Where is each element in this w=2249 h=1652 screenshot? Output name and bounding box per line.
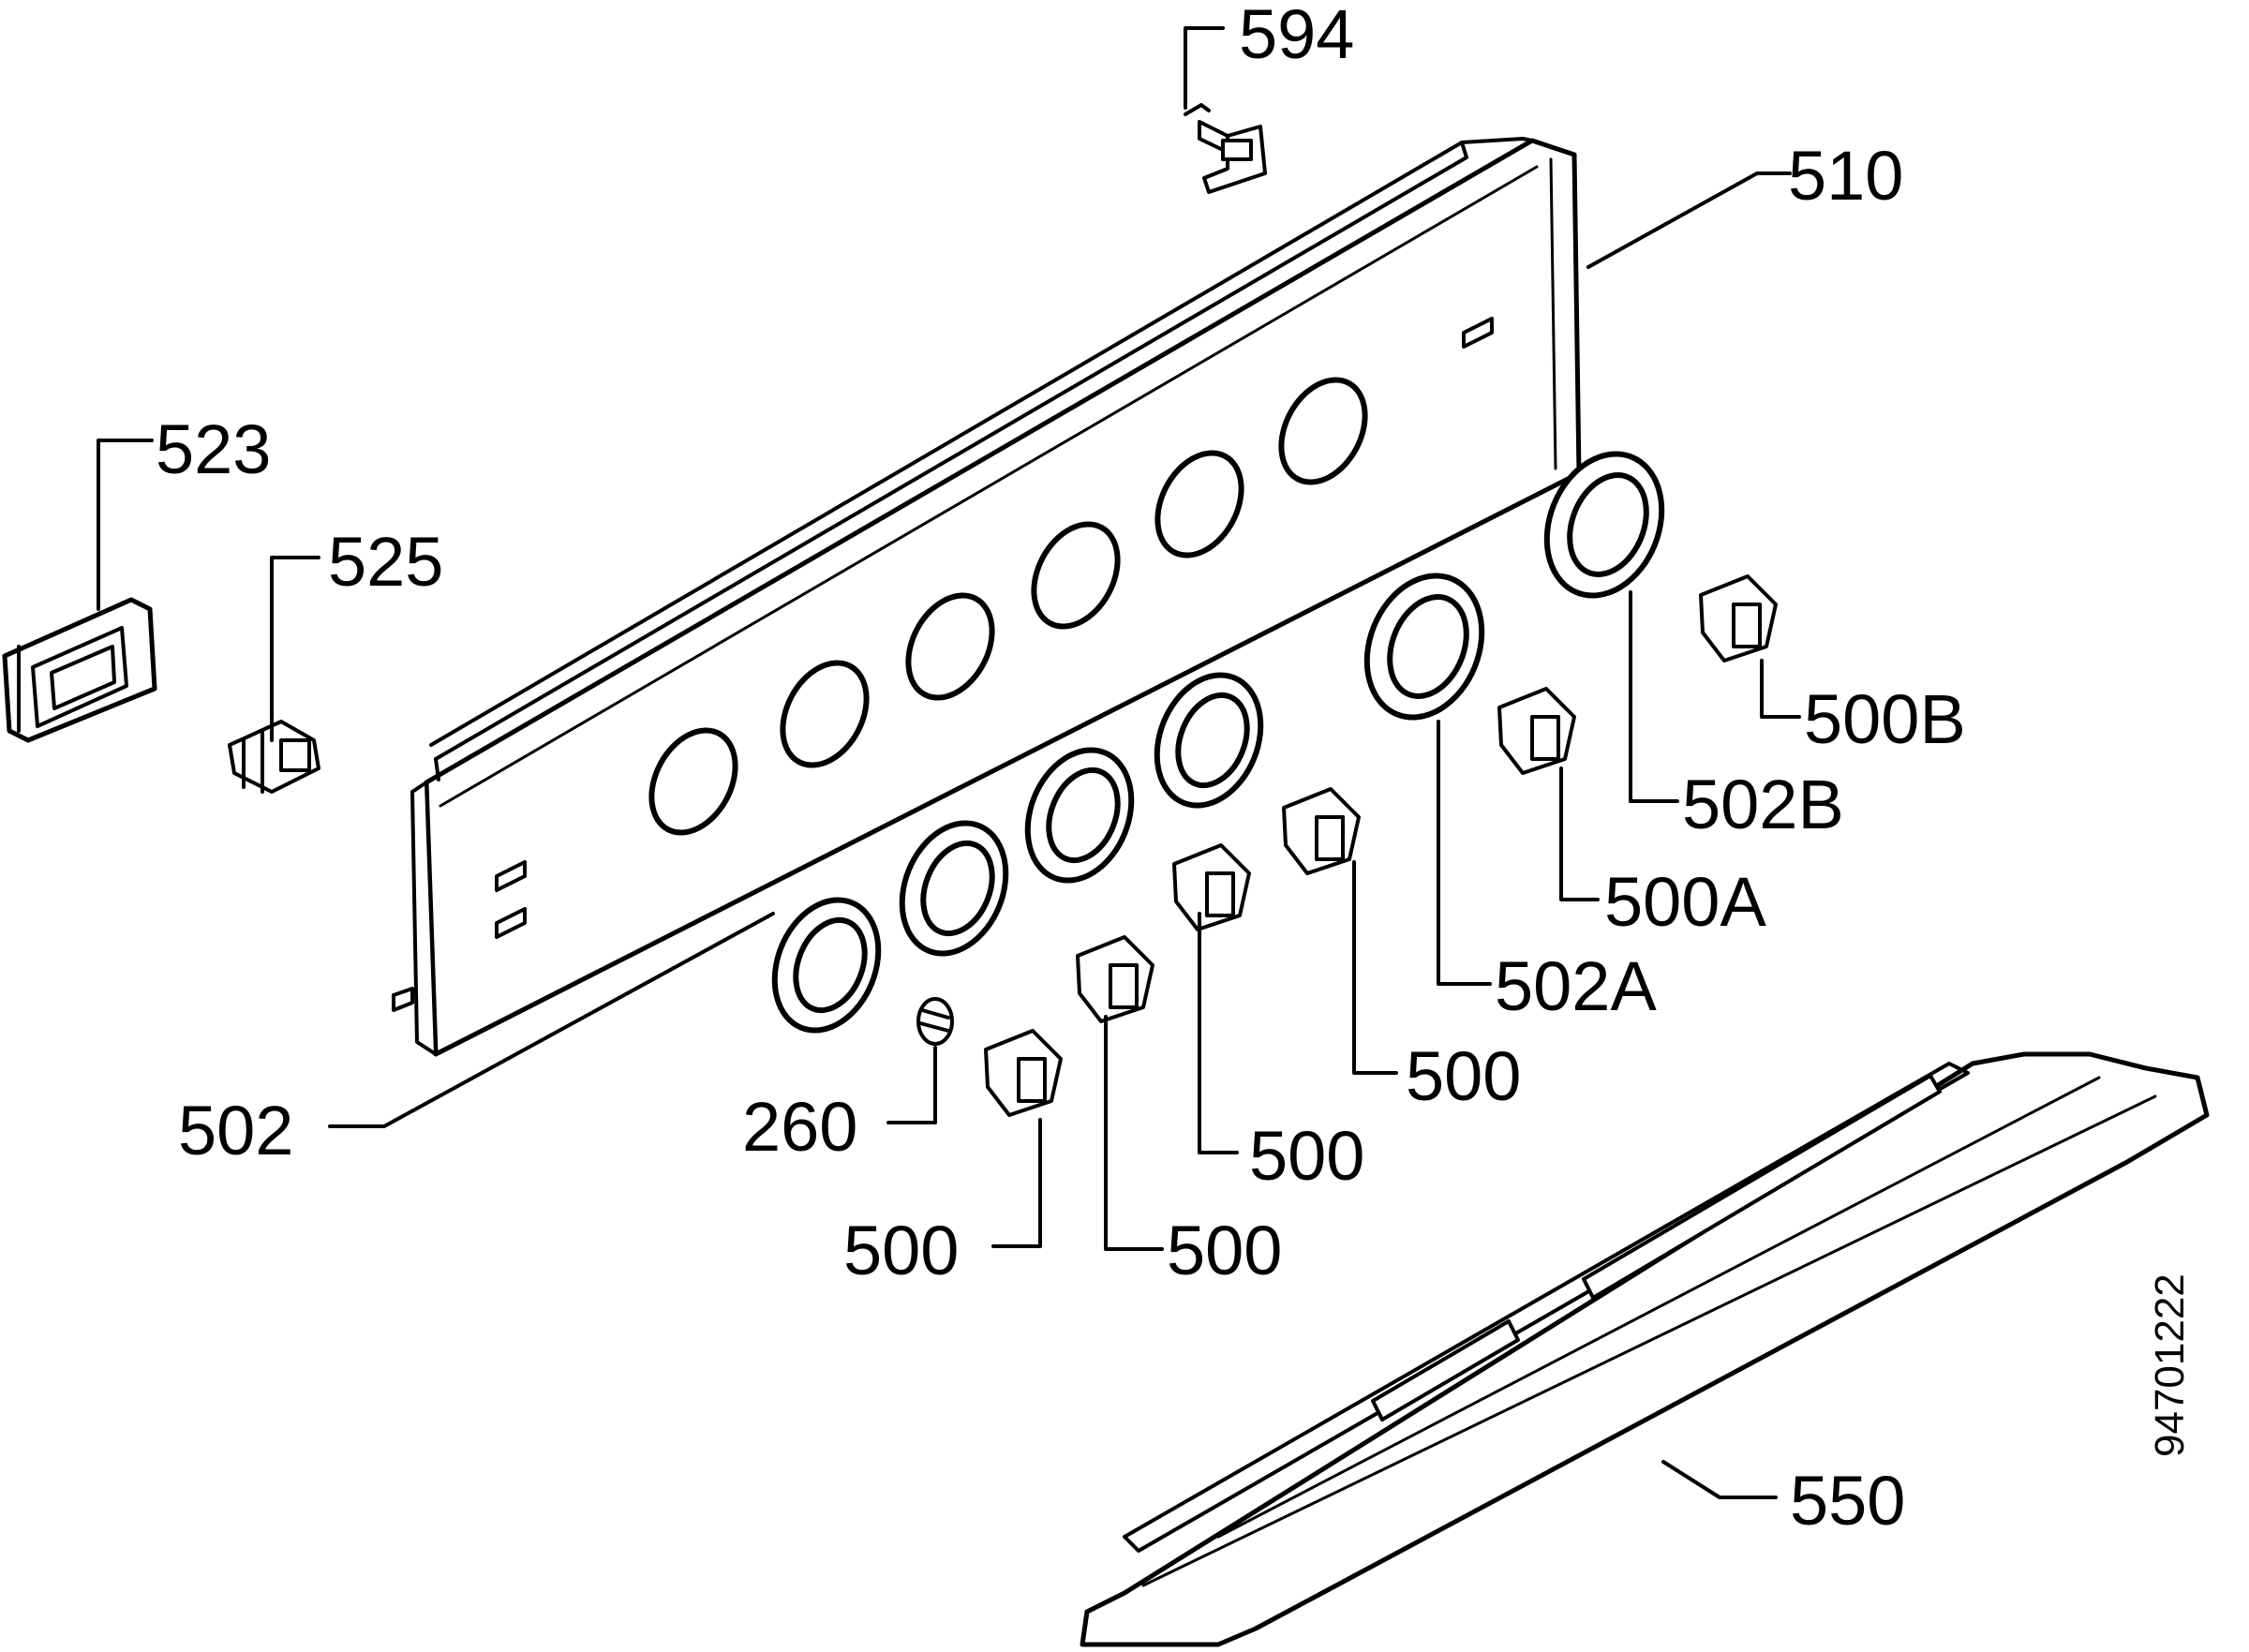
- callout-594: 594: [1239, 0, 1354, 73]
- callout-510: 510: [1788, 137, 1903, 215]
- leader-lines: [97, 26, 1801, 1499]
- callout-500A: 500A: [1604, 863, 1766, 941]
- connector-525: [228, 720, 320, 794]
- callout-500-d: 500: [1406, 1037, 1521, 1115]
- callout-500B: 500B: [1804, 680, 1966, 758]
- trim-strip-550: [1080, 1051, 2210, 1647]
- lamp-holder-594: [1184, 103, 1267, 194]
- switch-523: [2, 597, 157, 743]
- callout-523: 523: [156, 410, 271, 488]
- callout-502: 502: [178, 1092, 293, 1169]
- callout-525: 525: [328, 523, 443, 601]
- callout-502B: 502B: [1682, 766, 1844, 843]
- control-knobs: [984, 574, 1778, 1117]
- callout-502A: 502A: [1495, 947, 1657, 1025]
- spring-260: [916, 997, 954, 1046]
- callout-550: 550: [1790, 1462, 1905, 1540]
- callout-labels: 594 510 523 525 500B 502B 500A 502A 500 …: [156, 0, 1966, 1540]
- control-panel-510: [392, 137, 1582, 1057]
- callout-500-c: 500: [1249, 1117, 1364, 1195]
- callout-500-a: 500: [843, 1212, 959, 1289]
- bezel-rings: [771, 451, 1665, 1034]
- callout-500-b: 500: [1167, 1212, 1282, 1289]
- drawing-number: 94701222: [2147, 1273, 2193, 1457]
- callout-260: 260: [742, 1088, 857, 1166]
